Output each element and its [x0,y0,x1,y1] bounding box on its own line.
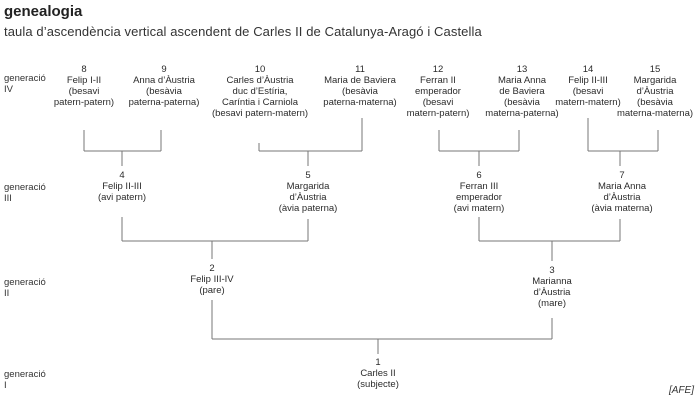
source-credit: [AFE] [668,385,694,396]
page-title: genealogia [4,3,83,20]
page-subtitle: taula d’ascendència vertical ascendent d… [4,24,482,39]
